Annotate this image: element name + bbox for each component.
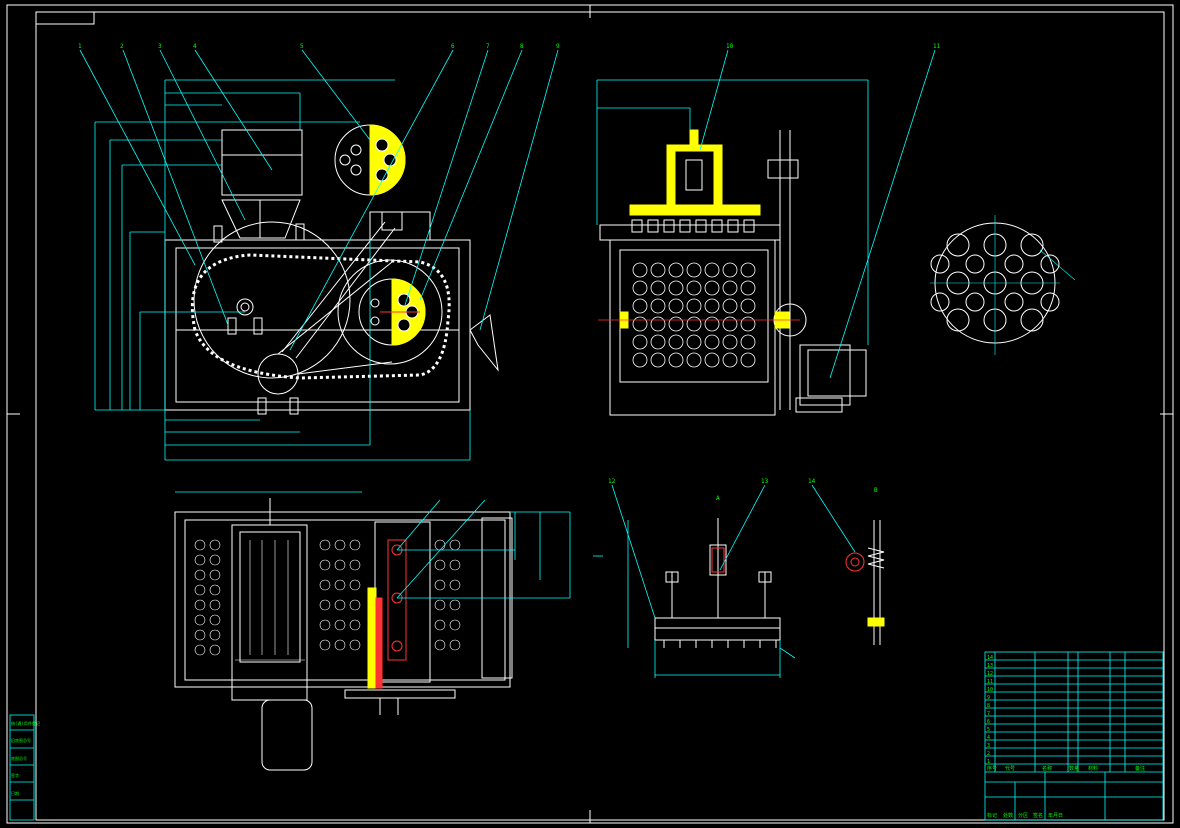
balloon-13: 13 [761, 478, 769, 485]
balloon-11: 11 [933, 43, 941, 50]
side-stamp [9, 714, 35, 821]
header-cell: 数量 [1069, 765, 1079, 772]
revision-cell: 标记 [987, 812, 997, 819]
detail-a-balloon-labels: 12 13 [608, 478, 769, 485]
detail-b-view [845, 520, 885, 645]
row-number: 7 [987, 711, 990, 717]
detail-b-leaders [811, 484, 856, 553]
header-cell: 名称 [1042, 765, 1052, 772]
header-cell: 材料 [1088, 765, 1098, 772]
row-number: 1 [987, 759, 990, 765]
row-number: 11 [987, 679, 993, 685]
sheet-border [6, 4, 1174, 824]
stamp-cell: 借(通)用件登记 [11, 720, 40, 726]
balloon-8: 8 [520, 43, 524, 50]
balloon-3: 3 [158, 43, 162, 50]
balloon-6: 6 [451, 43, 455, 50]
header-cell: 序号 [987, 765, 997, 772]
balloon-14: 14 [808, 478, 816, 485]
revision-cell: 处数 [1003, 812, 1013, 819]
balloon-5: 5 [300, 43, 304, 50]
top-view [174, 498, 513, 771]
stamp-cell: 日期 [11, 790, 19, 796]
side-view-dimensions [596, 49, 936, 379]
balloon-10: 10 [726, 43, 734, 50]
balloon-7: 7 [486, 43, 490, 50]
revision-cell: 年月日 [1048, 812, 1063, 819]
header-cell: 代号 [1005, 765, 1015, 772]
row-number: 12 [987, 671, 993, 677]
detail-b-label: B [874, 487, 878, 494]
side-view-tray-grid [632, 262, 756, 368]
side-view-nozzles [631, 219, 755, 233]
row-number: 9 [987, 695, 990, 701]
row-number: 4 [987, 735, 990, 741]
top-view-dimensions [175, 491, 571, 599]
front-view-pulley-bottom [358, 278, 426, 346]
row-number: 3 [987, 743, 990, 749]
row-number: 10 [987, 687, 993, 693]
row-number: 8 [987, 703, 990, 709]
row-number: 5 [987, 727, 990, 733]
title-block-text: 14 13 12 11 10 9 8 7 6 5 4 3 2 1 序号 代号 名… [987, 655, 1145, 819]
balloon-2: 2 [120, 43, 124, 50]
stamp-cell: 旧底图总号 [11, 737, 31, 743]
front-view-chain [190, 253, 451, 380]
row-number: 6 [987, 719, 990, 725]
side-view-balloon-labels: 10 11 [726, 43, 941, 50]
balloon-4: 4 [193, 43, 197, 50]
row-number: 2 [987, 751, 990, 757]
top-view-grid [194, 539, 461, 661]
stamp-cell: 底图总号 [11, 755, 27, 761]
row-number: 14 [987, 655, 993, 661]
front-view-balloon-labels: 1 2 3 4 5 6 7 8 9 [78, 43, 560, 50]
front-view-leaders [79, 49, 559, 351]
balloon-1: 1 [78, 43, 82, 50]
top-view-chain-drive [367, 539, 407, 689]
detail-circle-view [930, 215, 1076, 355]
header-cell: 备注 [1135, 765, 1145, 772]
side-view-yellow-frame [619, 129, 790, 329]
detail-a-view [654, 518, 781, 648]
detail-a-label: A [716, 495, 720, 502]
title-block [984, 651, 1164, 821]
row-number: 13 [987, 663, 993, 669]
detail-a-dimensions [593, 484, 796, 678]
stamp-cell: 签字 [11, 772, 19, 778]
balloon-12: 12 [608, 478, 616, 485]
front-view-dimensions [94, 79, 471, 461]
revision-cell: 签名 [1033, 812, 1043, 819]
front-view-pulley-top [334, 124, 406, 196]
side-stamp-text: 借(通)用件登记 旧底图总号 底图总号 签字 日期 [11, 720, 40, 796]
balloon-9: 9 [556, 43, 560, 50]
revision-cell: 分区 [1018, 812, 1028, 819]
